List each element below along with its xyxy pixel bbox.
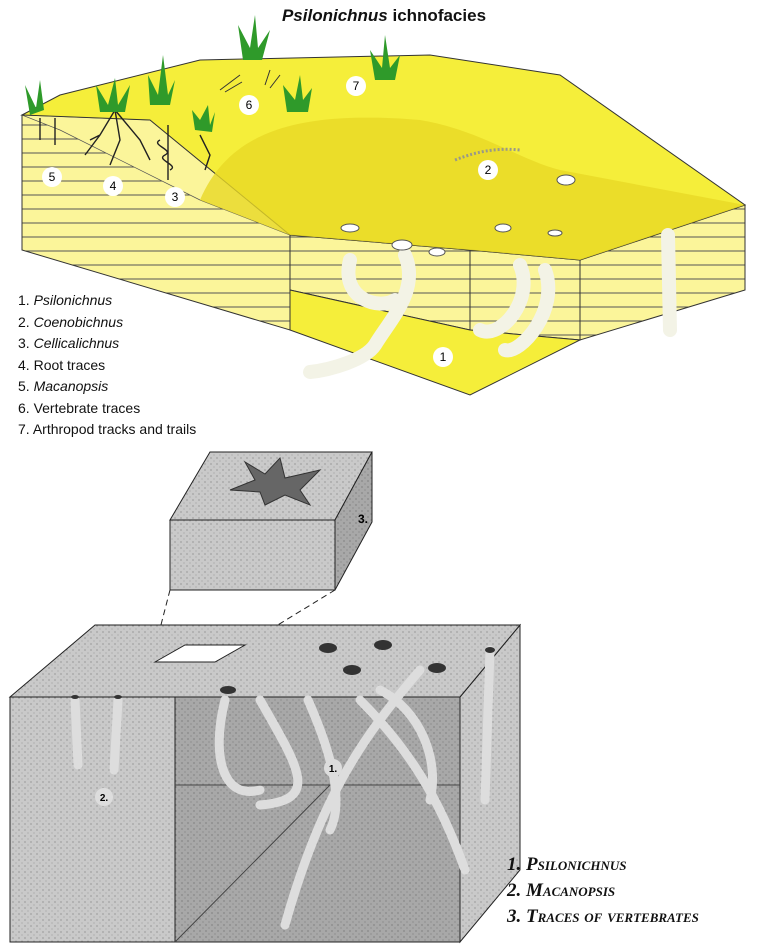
svg-text:1: 1 (440, 350, 447, 364)
legend-item: 4. Root traces (18, 356, 106, 373)
bottom-legend-item: 1. Psilonichnus (507, 854, 627, 875)
burrow-openings (340, 174, 576, 257)
marker-2: 2 (478, 160, 498, 180)
marker-4: 4 (103, 176, 123, 196)
psilonichnus-burrows (303, 228, 677, 379)
marker-3: 3 (165, 187, 185, 207)
marker-7: 7 (346, 76, 366, 96)
figure-title: Psilonichnus ichnofacies (281, 6, 487, 25)
legend-item: 5. Macanopsis (18, 378, 109, 394)
coenobichnus-trail (454, 147, 521, 162)
legend-item: 2. Coenobichnus (18, 313, 124, 330)
svg-text:2.: 2. (100, 793, 109, 804)
marker-2-bottom: 2. (95, 788, 113, 806)
bottom-legend-item: 3. Traces of vertebrates (507, 906, 699, 927)
legend-item: 6. Vertebrate traces (18, 399, 141, 416)
svg-text:3: 3 (172, 190, 179, 204)
svg-text:1.: 1. (329, 764, 338, 775)
svg-text:7: 7 (353, 79, 360, 93)
marker-1: 1 (433, 347, 453, 367)
svg-text:4: 4 (110, 179, 117, 193)
marker-1-bottom: 1. (324, 759, 342, 777)
svg-text:6: 6 (246, 98, 253, 112)
svg-text:2: 2 (485, 163, 492, 177)
vertebrate-trace-block: 3. (154, 451, 373, 649)
marker-3-bottom: 3. (358, 512, 368, 526)
marker-6: 6 (239, 95, 259, 115)
marker-5: 5 (42, 167, 62, 187)
dune-shadow (200, 117, 745, 260)
legend-item: 3. Cellicalichnus (18, 335, 120, 351)
root-traces (39, 109, 211, 180)
bottom-legend-item: 2. Macanopsis (507, 880, 616, 901)
rock-block: 1. 2. (8, 623, 522, 944)
top-legend: 1. Psilonichnus 2. Coenobichnus 3. Cellica… (18, 290, 196, 441)
svg-text:5: 5 (49, 170, 56, 184)
top-number-markers: 1 2 3 4 5 6 7 (42, 76, 498, 367)
vertebrate-tracks (219, 69, 281, 93)
legend-item: 1. Psilonichnus (18, 292, 113, 308)
footprint (229, 456, 322, 507)
burrow-holes (71, 640, 495, 699)
cutaway-floor (289, 289, 582, 396)
bottom-legend: 1. Psilonichnus 2. Macanopsis 3. Traces … (507, 852, 699, 930)
legend-item: 7. Arthropod tracks and trails (18, 421, 197, 437)
grass-tufts (25, 15, 400, 132)
coastal-dune-block: 1 2 3 4 5 6 7 (20, 15, 747, 396)
